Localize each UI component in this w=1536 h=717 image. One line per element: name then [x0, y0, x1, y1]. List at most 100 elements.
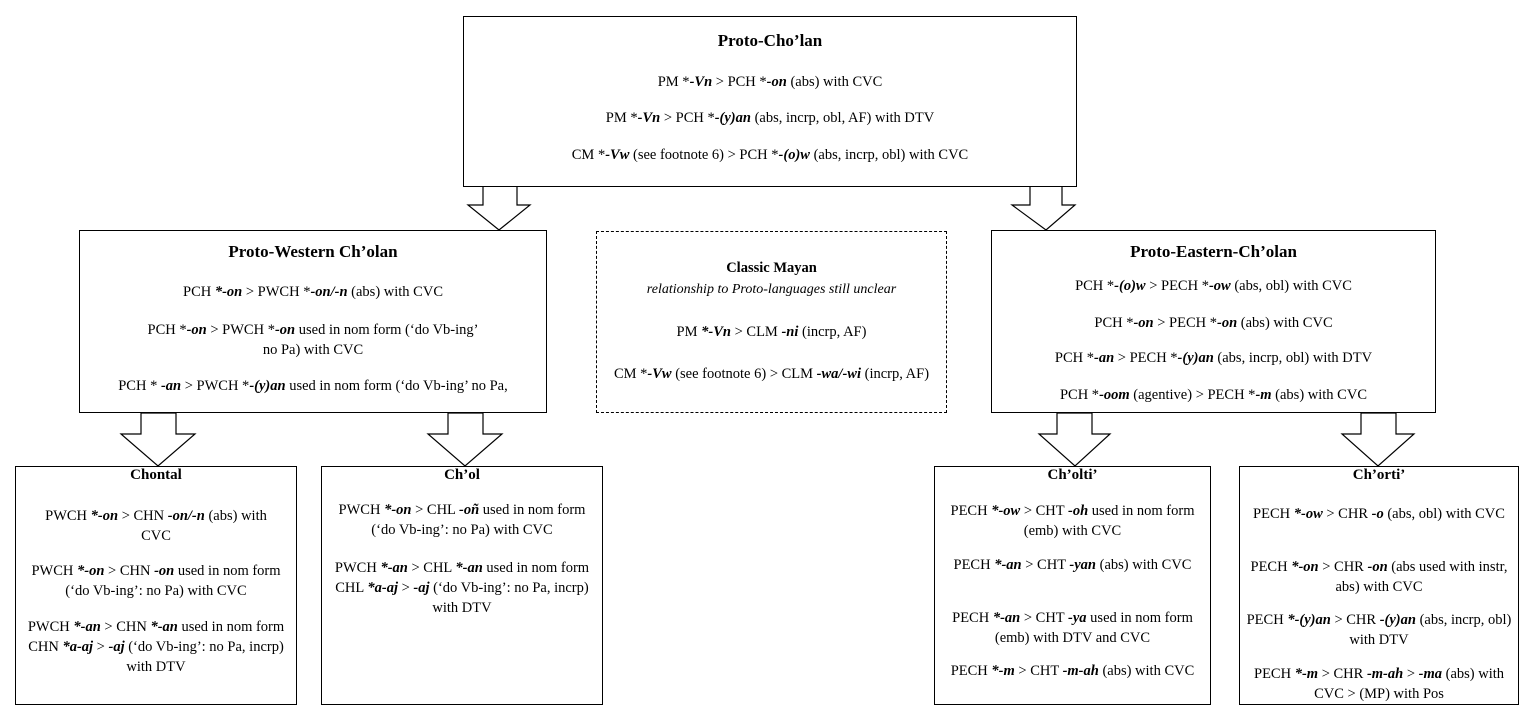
text-segment: used in nom form CHL [335, 560, 590, 596]
proto-eastern-line: PCH *-oom (agentive) > PECH *-m (abs) wi… [998, 385, 1429, 405]
text-segment: PCH * [1054, 350, 1095, 366]
text-segment: > CHT [1020, 610, 1069, 626]
text-segment: (abs) with CVC [786, 74, 883, 90]
proto-cholan-line: CM *-Vw (see footnote 6) > PCH *-(o)w (a… [470, 145, 1070, 165]
text-segment: PM [676, 324, 702, 340]
chol-title: Ch’ol [444, 467, 480, 483]
morpheme-form: -on [766, 74, 787, 90]
morpheme-form: -aj [413, 580, 430, 596]
morpheme-form: -(y)an [1177, 350, 1214, 366]
text-segment: > CHR [1318, 666, 1367, 682]
text-segment: used in nom form (‘do Vb-ing’: no Pa) wi… [65, 563, 281, 599]
morpheme-form: *-on [76, 563, 105, 579]
proto-eastern-line: PCH *-on > PECH *-on (abs) with CVC [998, 313, 1429, 333]
classic-mayan-box: Classic Mayan relationship to Proto-lang… [596, 231, 947, 413]
text-segment: PECH [1253, 506, 1294, 522]
classic-mayan-line: CM *-Vw (see footnote 6) > CLM -wa/-wi (… [597, 364, 946, 384]
chorti-title: Ch’orti’ [1352, 467, 1406, 483]
chorti-box: Ch’orti’ PECH *-ow > CHR -o (abs, obl) w… [1239, 466, 1519, 705]
morpheme-form: *-m [1294, 666, 1319, 682]
morpheme-form: -Vn [689, 74, 713, 90]
text-segment: PWCH [338, 502, 385, 518]
arrow-proto-to-western [466, 185, 532, 231]
text-segment: (abs used with instr, abs) with CVC [1335, 559, 1508, 595]
morpheme-form: *-on [90, 508, 119, 524]
arrow-western-to-chol [426, 412, 504, 467]
morpheme-form: *-on [1291, 559, 1319, 575]
morpheme-form: -oñ [458, 502, 480, 518]
arrow-eastern-to-chorti [1340, 412, 1416, 467]
text-segment: PECH [950, 663, 992, 679]
morpheme-form: -on [1133, 315, 1154, 331]
chorti-line: PECH *-ow > CHR -o (abs, obl) with CVC [1250, 504, 1508, 524]
morpheme-form: -ni [781, 324, 799, 340]
text-segment: (see footnote 6) > PCH * [629, 147, 779, 163]
text-segment: > PECH * [1153, 315, 1217, 331]
morpheme-form: *-ow [991, 503, 1021, 519]
chol-line: PWCH *-on > CHL -oñ used in nom form (‘d… [330, 500, 594, 540]
text-segment: > CHT [1014, 663, 1063, 679]
cholti-title: Ch’olti’ [1047, 467, 1098, 483]
proto-cholan-title: Proto-Cho’lan [717, 31, 823, 50]
proto-western-line: PCH * -an > PWCH *-(y)an used in nom for… [80, 376, 546, 396]
text-segment: PECH [950, 503, 992, 519]
text-segment: (‘do Vb-ing’: no Pa, incrp) with DTV [124, 639, 284, 675]
text-segment: > CHR [1322, 506, 1372, 522]
morpheme-form: *a-aj [62, 639, 94, 655]
morpheme-form: *-an [455, 560, 483, 576]
chontal-line: PWCH *-on > CHN -on used in nom form (‘d… [30, 561, 282, 601]
text-segment: > CHL [407, 560, 456, 576]
text-segment: > [397, 580, 414, 596]
proto-eastern-title: Proto-Eastern-Ch’olan [1130, 242, 1297, 261]
chorti-line: PECH *-(y)an > CHR -(y)an (abs, incrp, o… [1246, 610, 1512, 650]
text-segment: PCH * [118, 378, 161, 394]
chorti-line: PECH *-m > CHR -m-ah > -ma (abs) with CV… [1246, 664, 1512, 704]
text-segment: PCH * [147, 322, 187, 338]
text-segment: PWCH [334, 560, 381, 576]
text-segment: PECH [1254, 666, 1295, 682]
text-segment: (abs) with CVC [1098, 663, 1195, 679]
morpheme-form: *-ow [1293, 506, 1323, 522]
morpheme-form: *a-aj [367, 580, 398, 596]
text-segment: > CHR [1318, 559, 1368, 575]
text-segment: > PWCH * [242, 284, 311, 300]
morpheme-form: -ma [1418, 666, 1442, 682]
chontal-box: Chontal PWCH *-on > CHN -on/-n (abs) wit… [15, 466, 297, 705]
cholti-line: PECH *-an > CHT -ya used in nom form (em… [949, 608, 1196, 648]
morpheme-form: *-an [73, 619, 101, 635]
text-segment: PECH [1250, 559, 1292, 575]
morpheme-form: -on [274, 322, 296, 338]
classic-mayan-line: PM *-Vn > CLM -ni (incrp, AF) [603, 322, 940, 342]
text-segment: (abs) with CVC [1096, 557, 1192, 573]
text-segment: PECH [952, 610, 993, 626]
text-segment: (abs) with CVC > (MP) with Pos [1314, 666, 1504, 702]
morpheme-form: -Vn [637, 110, 661, 126]
morpheme-form: *-on [384, 502, 412, 518]
text-segment: (‘do Vb-ing’: no Pa, incrp) with DTV [429, 580, 589, 616]
cholti-box: Ch’olti’ PECH *-ow > CHT -oh used in nom… [934, 466, 1211, 705]
morpheme-form: -on [1367, 559, 1388, 575]
text-segment: (incrp, AF) [860, 366, 930, 382]
morpheme-form: -an [1094, 350, 1115, 366]
proto-western-title: Proto-Western Ch’olan [228, 242, 398, 261]
text-segment: > [1403, 666, 1419, 682]
proto-eastern-line: PCH *-an > PECH *-(y)an (abs, incrp, obl… [998, 348, 1429, 368]
morpheme-form: *-an [150, 619, 178, 635]
morpheme-form: -(o)w [1114, 278, 1146, 294]
text-segment: > CHN [100, 619, 151, 635]
arrow-western-to-chontal [119, 412, 197, 467]
text-segment: PECH [1246, 612, 1288, 628]
text-segment: PWCH [31, 563, 77, 579]
morpheme-form: *-on [214, 284, 243, 300]
chorti-line: PECH *-on > CHR -on (abs used with instr… [1250, 557, 1508, 597]
text-segment: > PWCH * [181, 378, 250, 394]
morpheme-form: *-an [992, 610, 1021, 626]
text-segment: (abs, incrp, obl) with DTV [1349, 612, 1512, 648]
morpheme-form: -Vw [647, 366, 672, 382]
text-segment: (abs, incrp, obl) with CVC [809, 147, 969, 163]
cholti-line: PECH *-ow > CHT -oh used in nom form (em… [949, 501, 1196, 541]
proto-cholan-box: Proto-Cho’lan PM *-Vn > PCH *-on (abs) w… [463, 16, 1077, 187]
text-segment: (abs, obl) with CVC [1383, 506, 1505, 522]
morpheme-form: -on [154, 563, 175, 579]
